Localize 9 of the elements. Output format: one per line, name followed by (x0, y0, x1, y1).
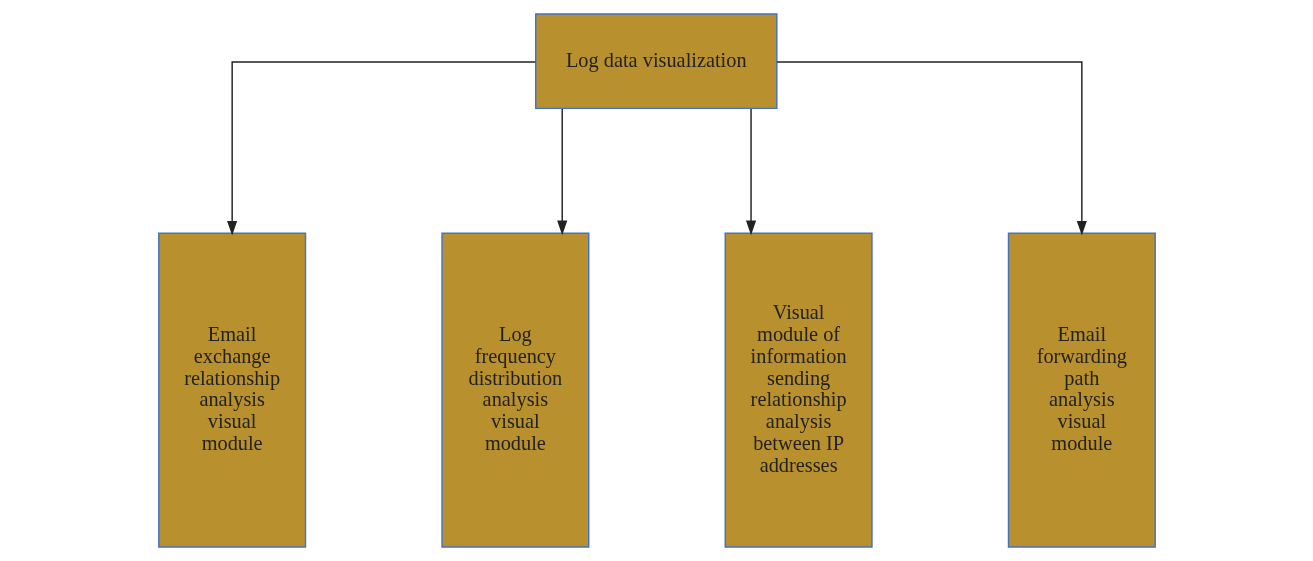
node-box: Visual module of information sending relationship analysis between IP addresses (724, 232, 873, 548)
node-box: Email exchange relationship analysis visual module (157, 232, 306, 548)
node-box: Log frequency distribution analysis visual module (440, 232, 589, 548)
arrow (745, 108, 756, 236)
arrow (556, 108, 567, 236)
node-box: Email forwarding path analysis visual module (1007, 232, 1156, 548)
arrow (226, 61, 536, 236)
node-box: Log data visualization (534, 13, 778, 110)
arrow (775, 61, 1087, 236)
